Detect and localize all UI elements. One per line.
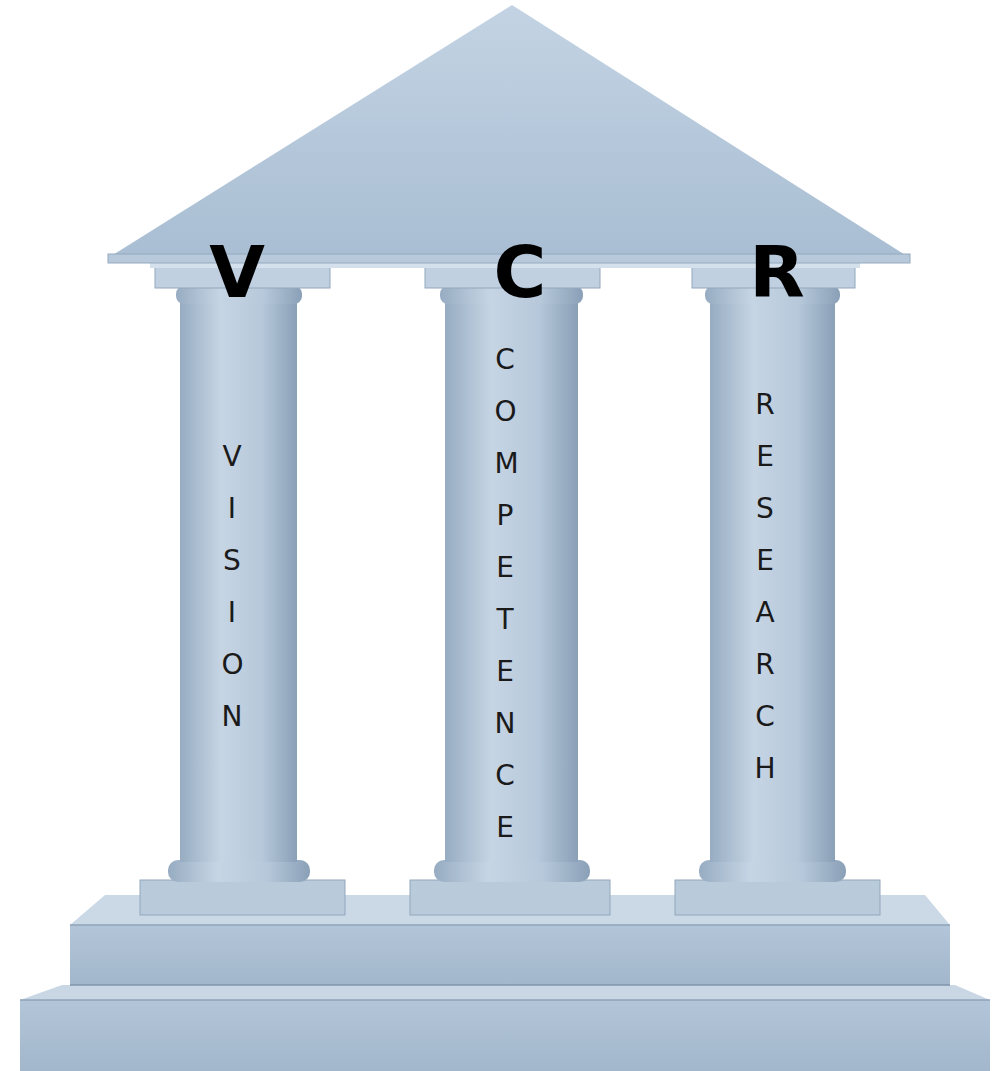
base-torus [434, 860, 590, 882]
shaft [180, 300, 297, 862]
plinth [140, 880, 345, 915]
lower-step [20, 1000, 990, 1071]
plinth [675, 880, 880, 915]
pillar-word: VISION [222, 431, 243, 743]
pillar-word: COMPETENCE [495, 334, 516, 854]
step-edge [70, 984, 950, 986]
column [410, 262, 610, 915]
base-torus [168, 860, 310, 882]
pediment [108, 5, 910, 258]
pillar-word: RESEARCH [755, 379, 776, 795]
shaft [710, 300, 835, 862]
column [675, 262, 880, 915]
pillar-initial: C [425, 236, 615, 308]
shaft [445, 300, 578, 862]
pillar: CCOMPETENCE [417, 236, 607, 858]
column [140, 262, 345, 915]
pillar: V VISION [143, 236, 333, 747]
step-edge [70, 924, 950, 926]
base-torus [699, 860, 846, 882]
plinth [410, 880, 610, 915]
pillar-initial: R [682, 236, 872, 308]
upper-step [70, 925, 950, 985]
step-top [20, 985, 990, 1000]
pillar-initial: V [142, 236, 332, 308]
pillar: RRESEARCH [677, 236, 867, 799]
step-edge [20, 999, 990, 1001]
